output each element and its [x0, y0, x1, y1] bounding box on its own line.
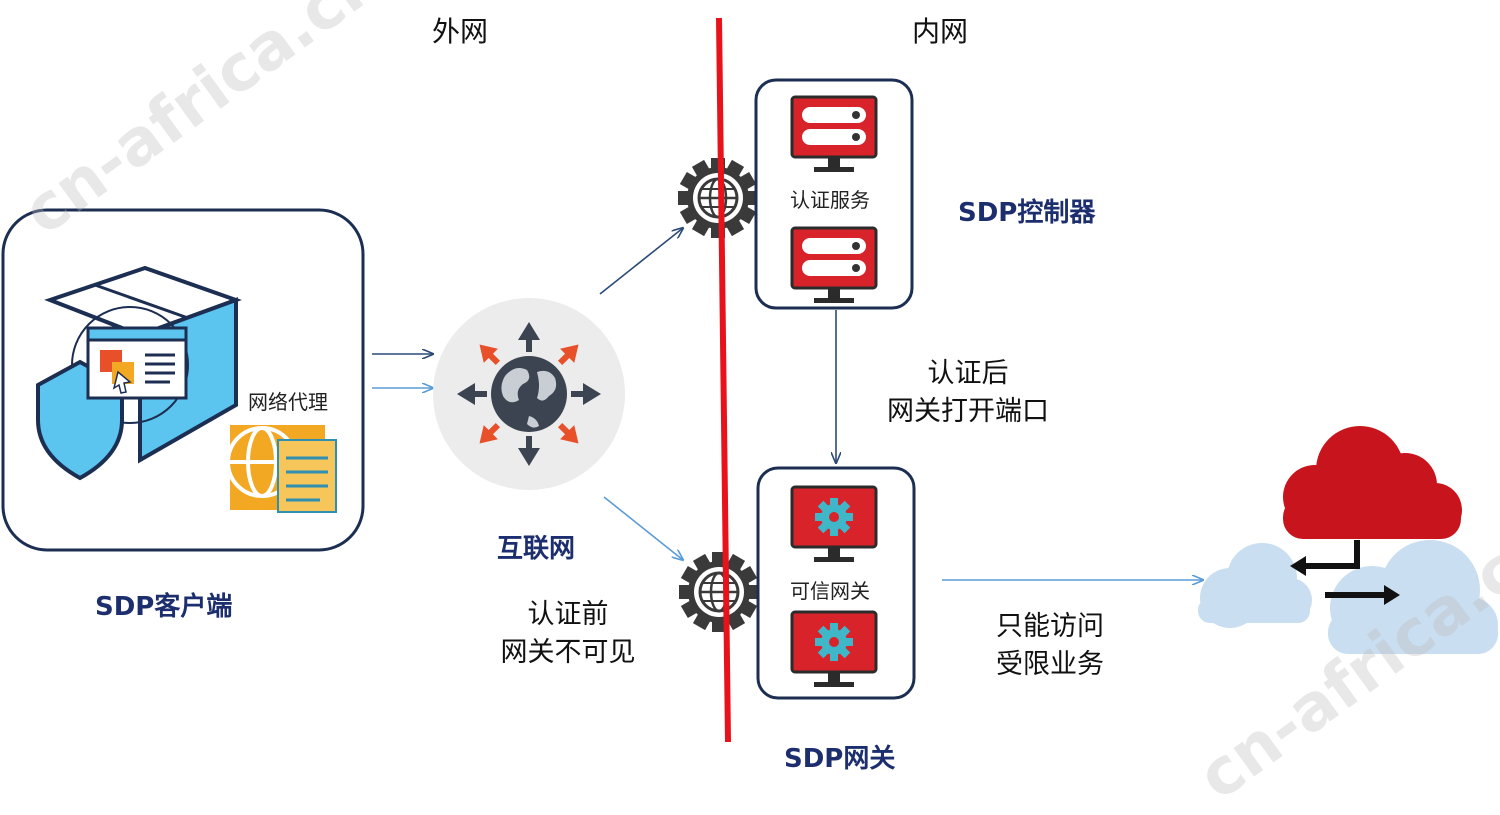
network-proxy-icon	[226, 425, 337, 513]
sdp-gateway-title: SDP网关	[784, 744, 896, 774]
sdp-controller-title: SDP控制器	[958, 198, 1096, 228]
before-auth-line-1: 认证前	[527, 599, 609, 630]
internet-to-gateway-arrow	[603, 496, 683, 560]
diagram-canvas	[1, 17, 1498, 743]
network-boundary-line	[716, 17, 731, 743]
limited-access-line-2: 受限业务	[996, 649, 1104, 680]
exchange-arrows-icon	[1290, 540, 1400, 605]
internet-title: 互联网	[497, 534, 576, 564]
browser-window-icon	[86, 326, 188, 400]
before-auth-note: 认证前 网关不可见	[488, 596, 648, 672]
limited-access-line-1: 只能访问	[996, 611, 1104, 642]
large-cloud	[1328, 540, 1498, 654]
sdp-client-panel	[1, 208, 365, 552]
sdp-controller-panel	[754, 78, 914, 310]
internet-globe-icon	[433, 298, 625, 490]
inner-network-label: 内网	[912, 15, 969, 48]
limited-access-note: 只能访问 受限业务	[985, 608, 1115, 684]
after-auth-line-1: 认证后	[927, 358, 1009, 389]
trusted-gateway-label: 可信网关	[790, 579, 870, 603]
small-cloud	[1198, 543, 1312, 628]
sdp-client-title: SDP客户端	[95, 592, 233, 622]
red-cloud	[1283, 426, 1462, 539]
services-cloud-icon	[1198, 426, 1498, 654]
auth-service-label: 认证服务	[790, 188, 870, 212]
after-auth-note: 认证后 网关打开端口	[870, 355, 1066, 431]
gateway-port-gear-icon	[677, 550, 761, 634]
outer-network-label: 外网	[432, 15, 489, 48]
sdp-gateway-panel	[756, 466, 916, 700]
internet-to-controller-arrow	[599, 228, 683, 295]
network-proxy-label: 网络代理	[248, 390, 328, 414]
before-auth-line-2: 网关不可见	[500, 637, 636, 668]
after-auth-line-2: 网关打开端口	[887, 396, 1049, 427]
